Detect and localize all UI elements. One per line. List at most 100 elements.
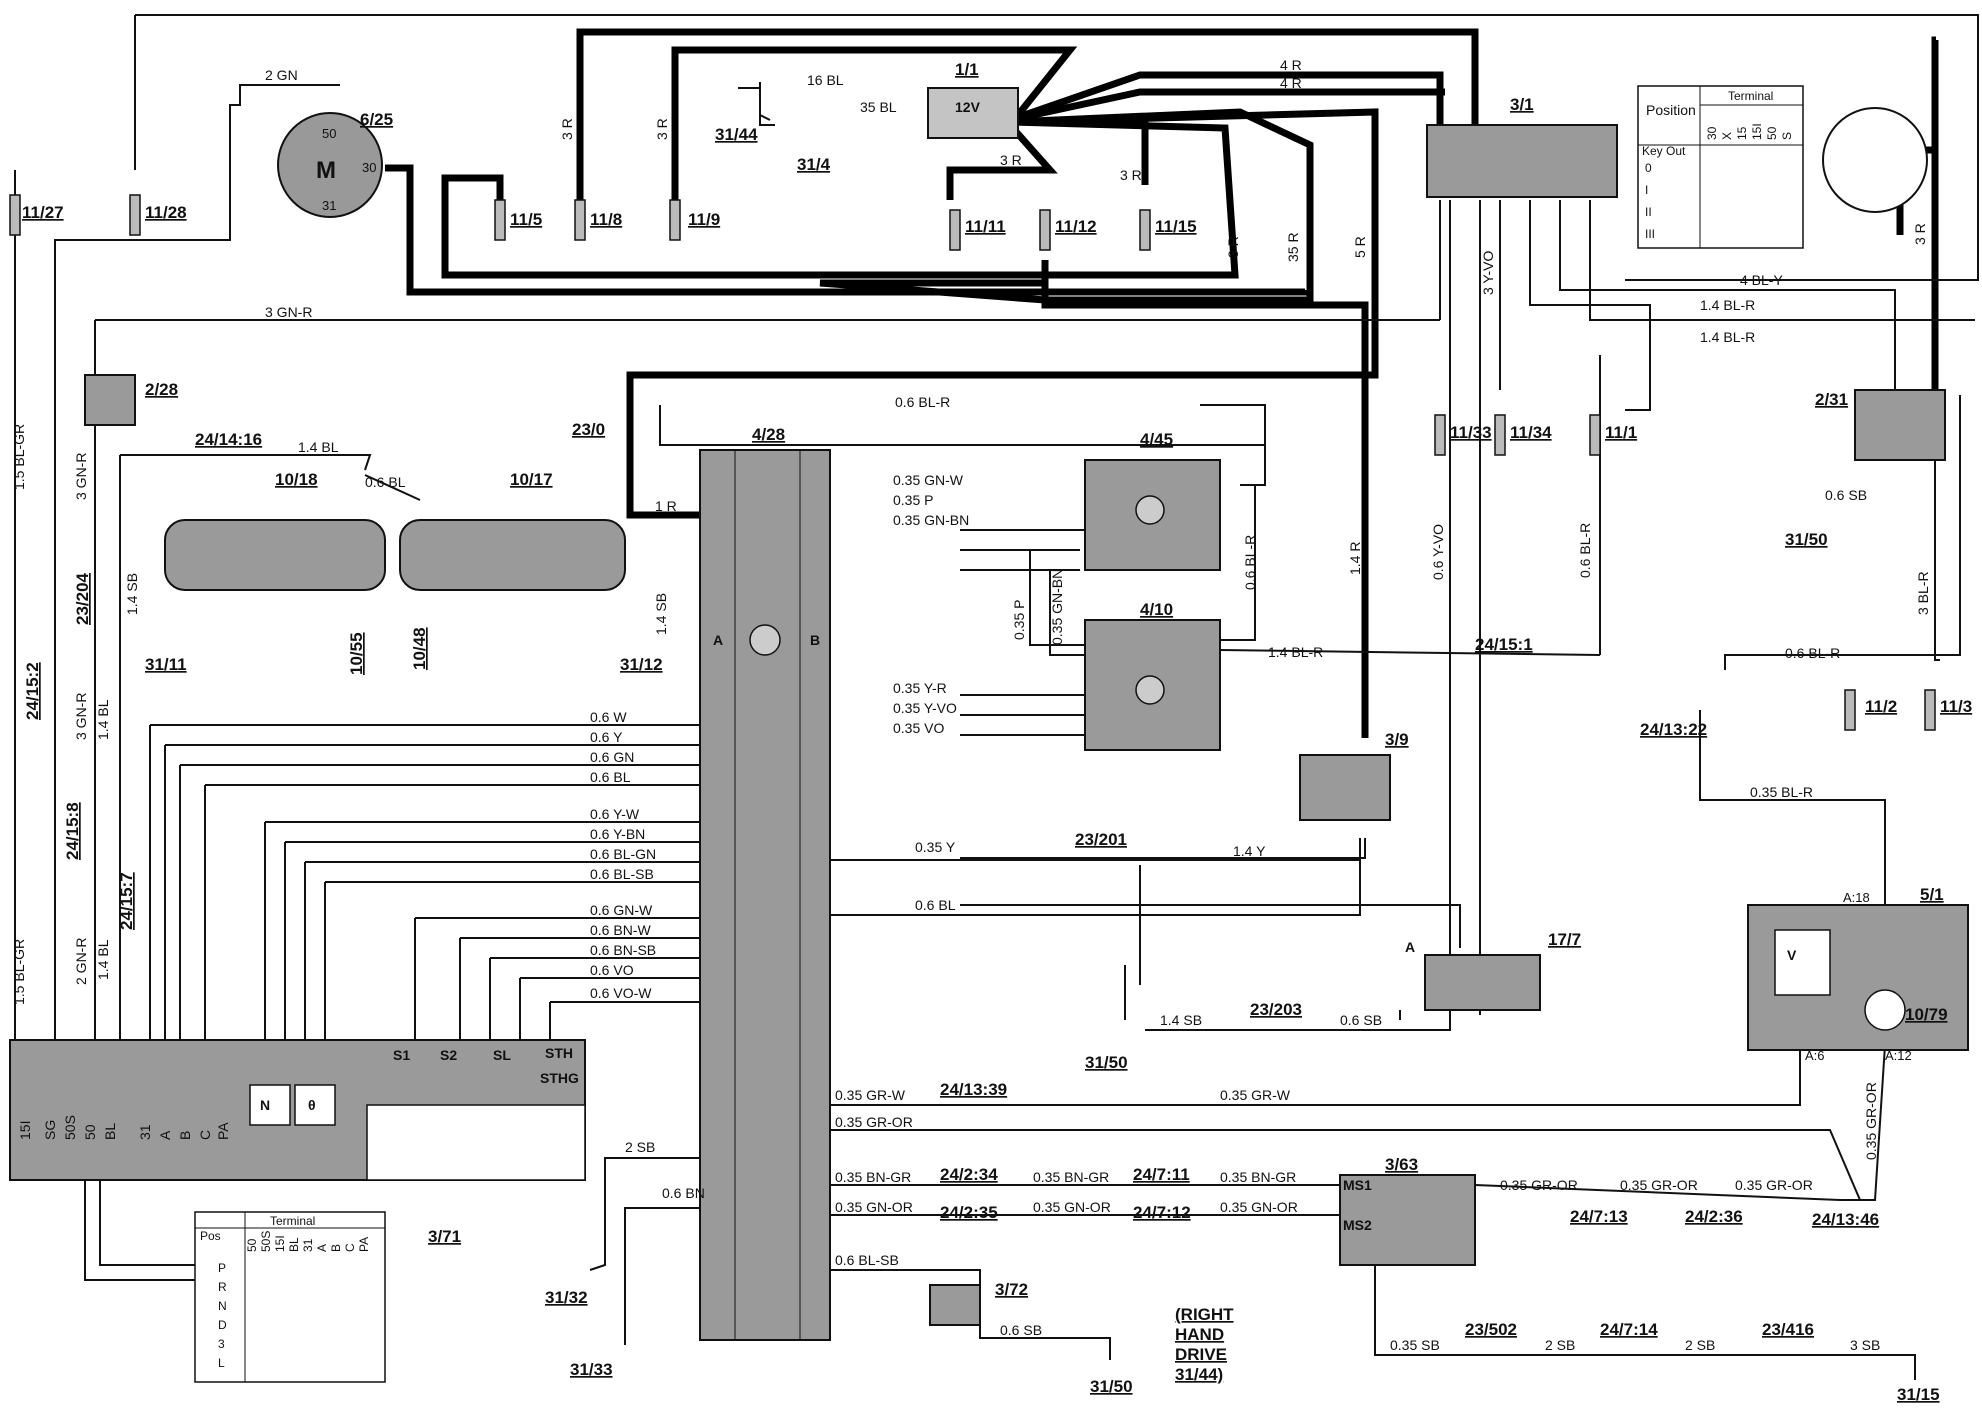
svg-text:0.35 BN-GR: 0.35 BN-GR [1220, 1169, 1296, 1185]
svg-text:0.35 VO: 0.35 VO [893, 720, 944, 736]
id-10-17: 10/17 [510, 470, 553, 489]
control-module-4-28 [699, 449, 831, 1341]
id-11-33: 11/33 [1450, 423, 1492, 442]
svg-text:0.35 GN-OR: 0.35 GN-OR [835, 1199, 913, 1215]
svg-text:SL: SL [493, 1047, 511, 1063]
id-24-13-22: 24/13:22 [1640, 720, 1707, 739]
svg-text:0.35 BN-GR: 0.35 BN-GR [1033, 1169, 1109, 1185]
svg-text:4 R: 4 R [1280, 57, 1302, 73]
svg-text:0.6 SB: 0.6 SB [1340, 1012, 1382, 1028]
fuse-11-9 [669, 199, 681, 241]
switch-3-9 [1299, 754, 1391, 821]
tcm-terms-3: 50 [82, 1124, 98, 1140]
svg-text:S2: S2 [440, 1047, 457, 1063]
id-23-416: 23/416 [1762, 1320, 1814, 1339]
svg-text:31: 31 [322, 198, 336, 213]
sel-rows-1: R [218, 1280, 227, 1294]
svg-text:12V: 12V [955, 99, 981, 115]
id-2-31: 2/31 [1815, 390, 1848, 409]
id-24-15-7: 24/15:7 [117, 872, 136, 930]
svg-text:HAND: HAND [1175, 1325, 1224, 1344]
id-24-15-1: 24/15:1 [1475, 635, 1533, 654]
svg-text:35 R: 35 R [1285, 232, 1301, 262]
id-24-7-14: 24/7:14 [1600, 1320, 1658, 1339]
id-24-2-34: 24/2:34 [940, 1165, 998, 1184]
id-23-203: 23/203 [1250, 1000, 1302, 1019]
id-11-11: 11/11 [965, 217, 1006, 236]
svg-text:0.6 BL-GN: 0.6 BL-GN [590, 846, 656, 862]
id-11-28: 11/28 [145, 203, 187, 222]
svg-text:1.4 BL: 1.4 BL [95, 939, 111, 980]
id-4-28: 4/28 [752, 425, 785, 444]
id-23-204: 23/204 [73, 572, 92, 625]
svg-text:0.35 BN-GR: 0.35 BN-GR [835, 1169, 911, 1185]
ign-cols-4: 50 [1765, 126, 1779, 140]
svg-text:31/44): 31/44) [1175, 1365, 1223, 1384]
misc-labels: M 50 30 31 12V Position Terminal Key Out… [200, 89, 1912, 1384]
id-10-55: 10/55 [347, 632, 366, 675]
svg-text:V: V [1787, 947, 1797, 963]
ign-cols-3: 15I [1750, 123, 1764, 140]
svg-text:A:18: A:18 [1843, 890, 1870, 905]
battery-1-1 [927, 87, 1019, 139]
svg-text:0.6 Y-W: 0.6 Y-W [590, 806, 640, 822]
svg-text:3 GN-R: 3 GN-R [265, 304, 312, 320]
fuse-11-28 [129, 194, 141, 236]
ign-rows-3: III [1645, 227, 1655, 241]
id-24-13-39: 24/13:39 [940, 1080, 1007, 1099]
svg-text:3 R: 3 R [559, 118, 575, 140]
svg-text:0.6 GN-W: 0.6 GN-W [590, 902, 653, 918]
svg-text:1.5 BL-GR: 1.5 BL-GR [11, 424, 27, 490]
id-3-63: 3/63 [1385, 1155, 1418, 1174]
svg-text:1.4 SB: 1.4 SB [653, 593, 669, 635]
id-11-12: 11/12 [1055, 217, 1097, 236]
svg-text:0.6 Y-VO: 0.6 Y-VO [1430, 524, 1446, 580]
tcm-terms-5: 31 [137, 1124, 153, 1140]
fuse-11-2 [1844, 689, 1856, 731]
fuse-11-12 [1039, 209, 1051, 251]
sel-rows-3: D [218, 1318, 227, 1332]
id-4-45: 4/45 [1140, 430, 1173, 449]
svg-text:0.35 GR-OR: 0.35 GR-OR [1500, 1177, 1578, 1193]
svg-text:1.4 BL-R: 1.4 BL-R [1700, 329, 1755, 345]
svg-text:1.5 BL-GR: 1.5 BL-GR [11, 939, 27, 1005]
id-31-33: 31/33 [570, 1360, 613, 1379]
id-10-79: 10/79 [1905, 1005, 1948, 1024]
ign-rows-0: 0 [1645, 161, 1652, 175]
fuse-11-1 [1589, 414, 1601, 456]
sel-cols-8: PA [357, 1237, 371, 1252]
ign-cols-1: X [1720, 132, 1734, 140]
svg-text:0.6 BL: 0.6 BL [590, 769, 631, 785]
id-31-50-c: 31/50 [1090, 1377, 1133, 1396]
sel-cols-5: A [315, 1244, 329, 1252]
svg-text:3 R: 3 R [1000, 152, 1022, 168]
svg-text:0.35 BL-R: 0.35 BL-R [1750, 784, 1813, 800]
svg-text:0.35 GR-OR: 0.35 GR-OR [1735, 1177, 1813, 1193]
fuse-11-11 [949, 209, 961, 251]
id-17-7: 17/7 [1548, 930, 1581, 949]
svg-text:0.6 GN: 0.6 GN [590, 749, 634, 765]
ign-cols-2: 15 [1735, 126, 1749, 140]
id-11-1: 11/1 [1605, 423, 1637, 442]
id-31-44: 31/44 [715, 125, 758, 144]
svg-text:1 R: 1 R [655, 498, 677, 514]
svg-text:0.35 GN-OR: 0.35 GN-OR [1220, 1199, 1298, 1215]
tcm-terms-2: 50S [62, 1115, 78, 1140]
id-10-18: 10/18 [275, 470, 318, 489]
fuse-11-15 [1139, 209, 1151, 251]
tcm-terms-7: B [177, 1131, 193, 1140]
id-31-32: 31/32 [545, 1288, 588, 1307]
wire-labels: 2 GN 3 R 3 R 3 R 3 R 3 R 3 R 16 BL 35 BL… [11, 57, 1931, 1353]
svg-text:1.4 SB: 1.4 SB [124, 573, 140, 615]
svg-text:Pos: Pos [200, 1229, 221, 1243]
relay-2-28 [84, 374, 136, 426]
svg-text:3 Y-VO: 3 Y-VO [1480, 251, 1496, 295]
ign-cols-5: S [1780, 132, 1794, 140]
svg-text:2 SB: 2 SB [1685, 1337, 1715, 1353]
id-3-9: 3/9 [1385, 730, 1409, 749]
svg-text:0.6 BN: 0.6 BN [662, 1185, 705, 1201]
id-24-14-16: 24/14:16 [195, 430, 262, 449]
tcm-terms-8: C [197, 1130, 213, 1140]
